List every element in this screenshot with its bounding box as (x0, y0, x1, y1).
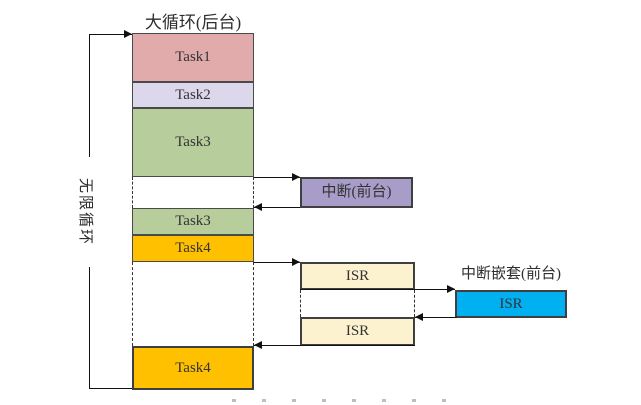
nested-isr-call-line (300, 289, 455, 290)
nested-isr-return-arrowhead-icon (415, 313, 423, 321)
isr-call-line (254, 262, 300, 263)
loop-top-line (89, 34, 132, 35)
task-block-task1: Task1 (132, 33, 254, 82)
stack-suspended-gap-1 (132, 177, 254, 208)
infinite-loop-label: 无限循环 (75, 157, 95, 267)
interrupt-return-arrowhead-icon (254, 203, 262, 211)
loop-bottom-line (89, 388, 132, 389)
clipped-caption-fragment (232, 399, 460, 402)
isr-suspended-gap (300, 290, 415, 317)
task-block-task2: Task2 (132, 82, 254, 108)
interrupt-block: 中断(前台) (300, 177, 413, 208)
interrupt-call-line (254, 177, 300, 178)
stack-suspended-gap-2 (132, 262, 254, 346)
isr-call-arrowhead-icon (292, 258, 300, 266)
isr-return-arrowhead-icon (254, 341, 262, 349)
task-block-task4: Task4 (132, 235, 254, 262)
nested-isr-return-line (415, 317, 457, 318)
task-block-task3-resumed: Task3 (132, 208, 254, 235)
nested-isr-call-arrowhead-icon (447, 285, 455, 293)
interrupt-call-arrowhead-icon (292, 173, 300, 181)
interrupt-return-line (254, 207, 300, 208)
nested-isr-block: ISR (455, 290, 567, 318)
nested-interrupt-label: 中断嵌套(前台) (461, 266, 561, 282)
task-block-task3: Task3 (132, 108, 254, 177)
isr-block-1: ISR (300, 262, 415, 290)
loop-arrowhead-icon (124, 30, 132, 38)
background-loop-title: 大循环(后台) (144, 13, 242, 32)
isr-return-line (254, 345, 415, 346)
task-block-task4-resumed: Task4 (132, 346, 254, 390)
isr-block-2: ISR (300, 317, 415, 346)
